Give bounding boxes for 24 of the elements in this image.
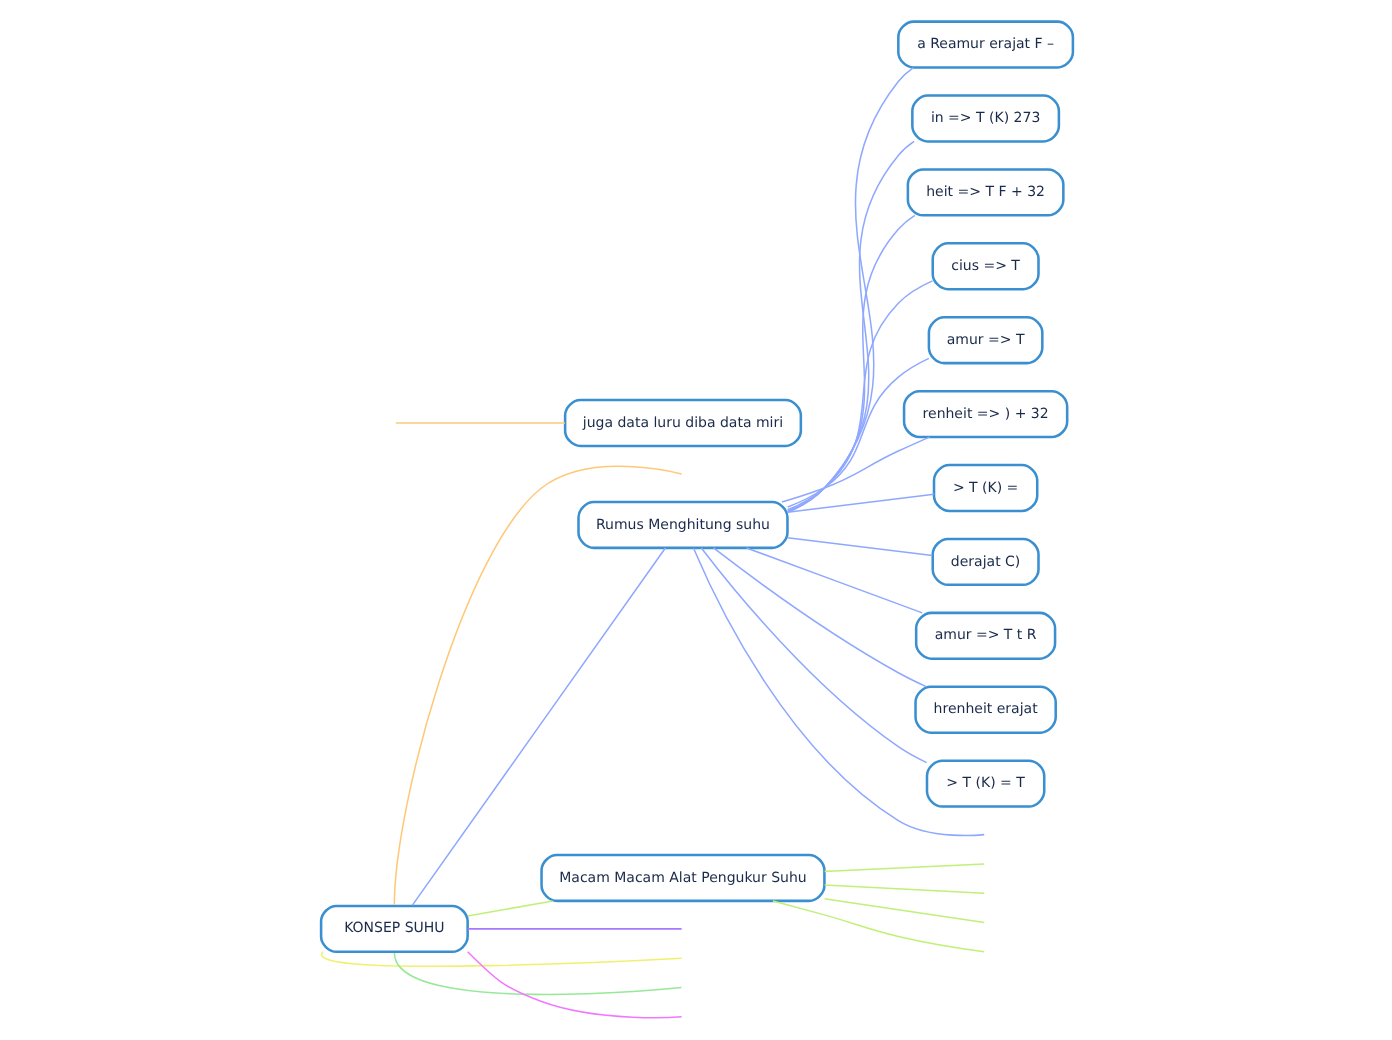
connector bbox=[691, 547, 984, 837]
connector bbox=[394, 422, 565, 424]
connector bbox=[785, 493, 934, 513]
connector bbox=[785, 536, 933, 557]
connector bbox=[771, 900, 984, 953]
connector bbox=[392, 465, 682, 906]
connector bbox=[780, 436, 930, 503]
connector bbox=[785, 66, 914, 514]
connector bbox=[699, 547, 927, 764]
connector bbox=[321, 951, 682, 967]
connector bbox=[822, 884, 985, 894]
connector bbox=[785, 214, 915, 512]
connector bbox=[711, 547, 926, 688]
connector bbox=[822, 863, 985, 873]
connector bbox=[744, 547, 922, 614]
connector bbox=[466, 900, 553, 917]
connector bbox=[465, 951, 682, 1019]
connector bbox=[410, 547, 666, 907]
connector bbox=[465, 928, 682, 930]
connector bbox=[785, 357, 929, 508]
connector bbox=[785, 140, 914, 513]
connector bbox=[822, 898, 985, 924]
connector bbox=[392, 952, 682, 996]
connector bbox=[785, 280, 933, 511]
